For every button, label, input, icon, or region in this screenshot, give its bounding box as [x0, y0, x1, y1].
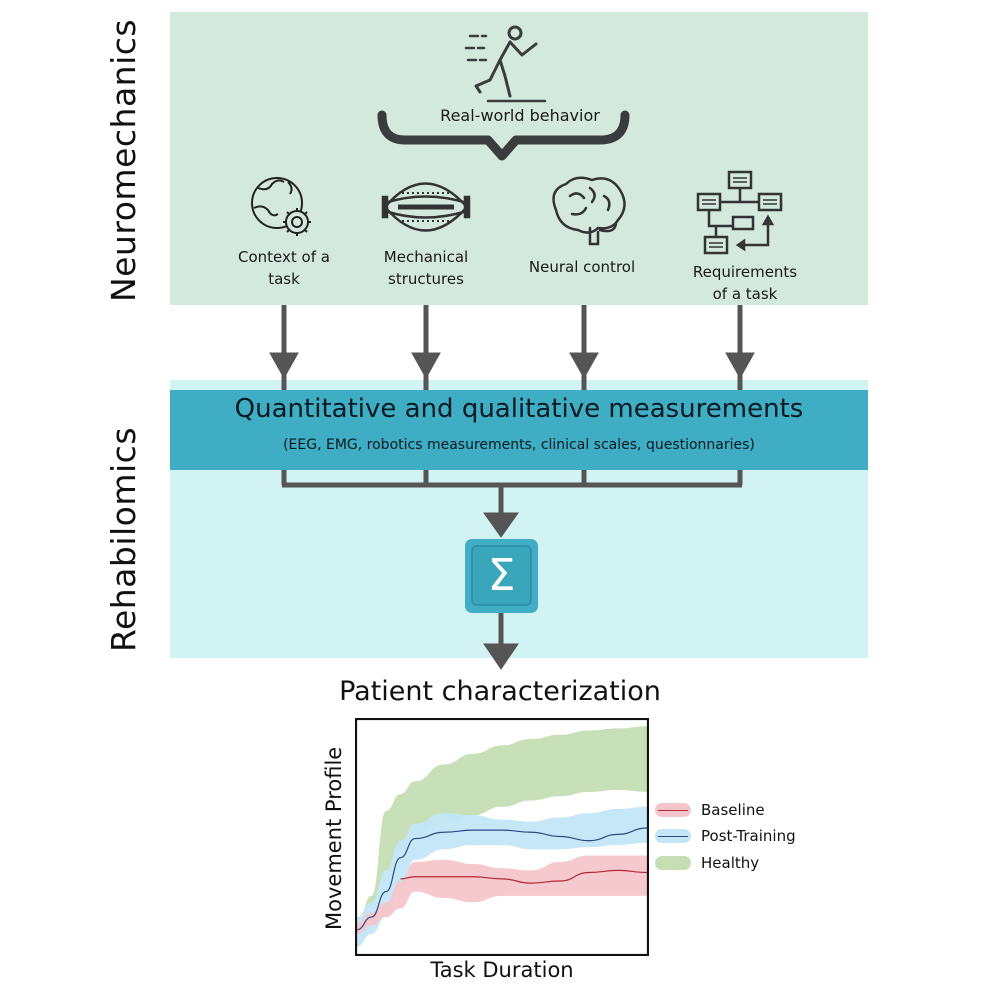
arrow-head [483, 643, 519, 670]
line-baseline [400, 869, 648, 884]
chart-frame [355, 718, 649, 956]
sigma-icon [465, 539, 538, 613]
measurements-title: Quantitative and qualitative measurement… [234, 394, 804, 424]
globe-gear-icon [251, 177, 311, 236]
neuromechanics-region [170, 12, 868, 305]
sigma-symbol: Σ [487, 550, 516, 601]
factor-label-requirements: Requirements of a task [692, 263, 798, 303]
running-person-icon [464, 25, 547, 103]
chart-ylabel: Movement Profile [322, 746, 346, 930]
legend-item-baseline: Baseline [655, 799, 765, 821]
band-healthy [357, 726, 647, 928]
legend-label-post-training: Post-Training [701, 827, 796, 845]
movement-profile-chart [355, 718, 649, 956]
real-world-behavior-label: Real-world behavior [440, 106, 600, 125]
factor-label-neural: Neural control [528, 258, 636, 276]
chart-xlabel: Task Duration [430, 958, 574, 982]
flowchart-icon [696, 170, 783, 255]
factor-label-mechanical: Mechanical structures [383, 248, 469, 288]
chart-title: Patient characterization [339, 676, 661, 707]
band-baseline [357, 855, 647, 934]
brace-icon [377, 110, 630, 161]
legend-swatch-post-training [655, 829, 691, 843]
legend-label-baseline: Baseline [701, 801, 765, 819]
merge-graphics [281, 470, 743, 670]
arrow-head [483, 512, 519, 538]
legend-swatch-healthy [655, 856, 691, 870]
arrow-head [569, 352, 599, 380]
line-post-training [356, 827, 648, 931]
band-post-training [357, 806, 647, 947]
brain-icon [552, 176, 626, 246]
measurements-band [170, 390, 868, 470]
arrow-head [411, 352, 441, 380]
measurements-subtitle: (EEG, EMG, robotics measurements, clinic… [283, 437, 755, 453]
muscle-fiber-icon [381, 182, 471, 232]
legend-item-post-training: Post-Training [655, 825, 796, 847]
factor-label-context: Context of a task [238, 248, 330, 288]
legend-label-healthy: Healthy [701, 854, 760, 872]
arrow-head [269, 352, 299, 380]
legend-swatch-baseline [655, 803, 691, 817]
legend-item-healthy: Healthy [655, 852, 759, 874]
arrow-head [725, 352, 755, 380]
